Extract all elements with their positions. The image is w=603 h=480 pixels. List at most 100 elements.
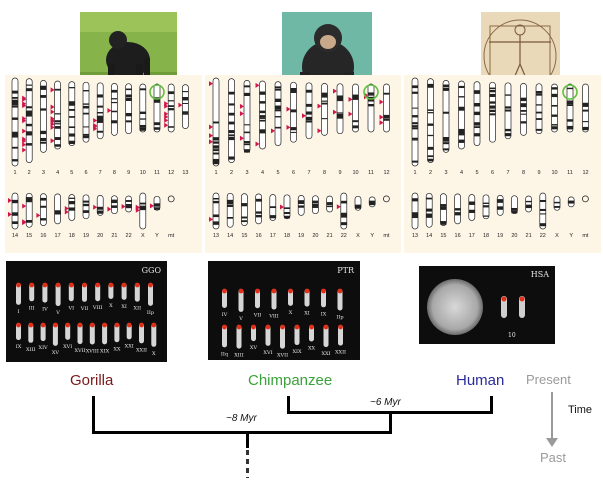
micro-chromosome-XXII <box>139 322 144 344</box>
micro-chromosome-body <box>114 323 120 343</box>
chromosome-band <box>213 214 219 218</box>
chromosome-band <box>551 87 558 90</box>
chromosome-label: X <box>555 233 559 239</box>
chromosome-body <box>54 80 61 150</box>
micro-chromosome-XXI <box>323 324 329 348</box>
chromosome-band <box>352 120 359 123</box>
chromosome-band <box>139 111 146 115</box>
micro-chromosome-label: XX <box>308 345 316 351</box>
chromosome-label: 9 <box>537 170 540 176</box>
chromosome-band <box>26 110 33 114</box>
chromosome-band <box>255 214 262 218</box>
chromosome-label: 17 <box>469 233 475 239</box>
break-marker <box>50 124 55 130</box>
chromosome-11 <box>149 83 165 133</box>
chromosome-band <box>443 142 449 145</box>
chromosome-16 <box>36 193 47 226</box>
chromosome-label: 9 <box>127 170 130 176</box>
break-marker <box>22 101 27 107</box>
chromosome-label: 4 <box>261 170 264 176</box>
break-marker <box>22 118 27 124</box>
chromosome-body <box>489 81 496 143</box>
chromosome-label: 20 <box>312 233 318 239</box>
chromosome-label: 2 <box>28 170 31 176</box>
chromosome-band <box>26 88 33 92</box>
chromosome-20 <box>312 195 319 215</box>
chromosome-band <box>427 83 434 87</box>
chromosome-band <box>241 216 248 219</box>
signal-dot <box>108 282 114 288</box>
chromosome-label: 19 <box>497 233 503 239</box>
chromosome-band <box>275 116 281 118</box>
chromosome-label: 14 <box>426 233 432 239</box>
chromosome-band <box>259 91 266 95</box>
break-marker <box>150 203 154 209</box>
micro-chromosome-label: X <box>109 303 113 309</box>
chromosome-Y <box>150 195 161 211</box>
micro-chromosome-body <box>222 325 227 348</box>
micro-chromosome-XXI <box>126 322 132 340</box>
chromosome-band <box>554 206 560 208</box>
break-marker <box>178 102 183 108</box>
chromosome-band <box>54 88 61 91</box>
chromosome-Y <box>567 196 575 208</box>
chromosome-band <box>213 152 219 155</box>
break-marker <box>348 111 353 117</box>
chromosome-label: 17 <box>270 233 276 239</box>
micro-chromosome-label: VI <box>68 305 75 311</box>
chromosome-body <box>321 83 328 136</box>
micro-chromosome-body <box>65 323 71 340</box>
micro-chromosome-label: XII <box>134 306 142 312</box>
species-label-chimpanzee: Chimpanzee <box>248 372 333 389</box>
chromosome-band <box>244 85 250 88</box>
chromosome-band <box>383 118 390 120</box>
chromosome-band <box>306 120 312 123</box>
chromosome-band <box>269 206 276 208</box>
micro-chromosome-label: XIV <box>39 345 49 351</box>
chromosome-label: 6 <box>84 170 87 176</box>
chromosome-band <box>213 121 219 124</box>
micro-chromosome-XVI <box>265 324 271 346</box>
chromosome-band <box>111 98 118 100</box>
chromosome-label: 14 <box>227 233 233 239</box>
chromosome-body <box>283 194 291 220</box>
chromosome-label: 1 <box>413 170 416 176</box>
chromosome-band <box>355 206 361 209</box>
mitochondrial-dna-mark <box>382 195 390 203</box>
chromosome-band <box>412 91 418 94</box>
micro-chromosome-VII <box>255 288 260 309</box>
break-marker <box>286 106 291 112</box>
micro-chromosome-label: XI <box>304 311 310 317</box>
chromosome-band <box>227 204 234 207</box>
chromosome-band <box>275 107 281 110</box>
chromosome-6 <box>489 81 496 143</box>
chromosome-band <box>40 138 47 141</box>
chromosome-2 <box>228 78 235 163</box>
micro-chromosome-XVII <box>280 324 285 349</box>
micro-chromosome-label: XXII <box>136 347 147 353</box>
chromosome-band <box>412 115 418 118</box>
break-marker <box>164 101 169 107</box>
chromosome-body <box>352 83 359 133</box>
chromosome-band <box>321 102 328 105</box>
signal-dot <box>40 322 46 328</box>
chromosome-band <box>111 121 118 124</box>
chromosome-band <box>551 124 558 126</box>
chromosome-21 <box>107 195 118 215</box>
micro-chromosome-XIII <box>28 322 34 343</box>
chromosome-13 <box>411 192 419 230</box>
micro-chromosome-body <box>126 323 132 340</box>
micro-chromosome-body <box>148 283 153 306</box>
chromosome-22 <box>121 195 132 213</box>
break-marker <box>50 87 55 93</box>
chromosome-18 <box>64 194 76 221</box>
chromosome-label: Y <box>370 233 374 239</box>
chromosome-body <box>82 194 90 220</box>
chromosome-band <box>26 131 33 135</box>
micro-chromosome-label: III <box>29 305 35 311</box>
signal-dot <box>95 282 101 288</box>
chromosome-body <box>125 83 132 135</box>
micro-chromosome-label: IX <box>321 311 327 317</box>
chromosome-band <box>352 97 359 100</box>
